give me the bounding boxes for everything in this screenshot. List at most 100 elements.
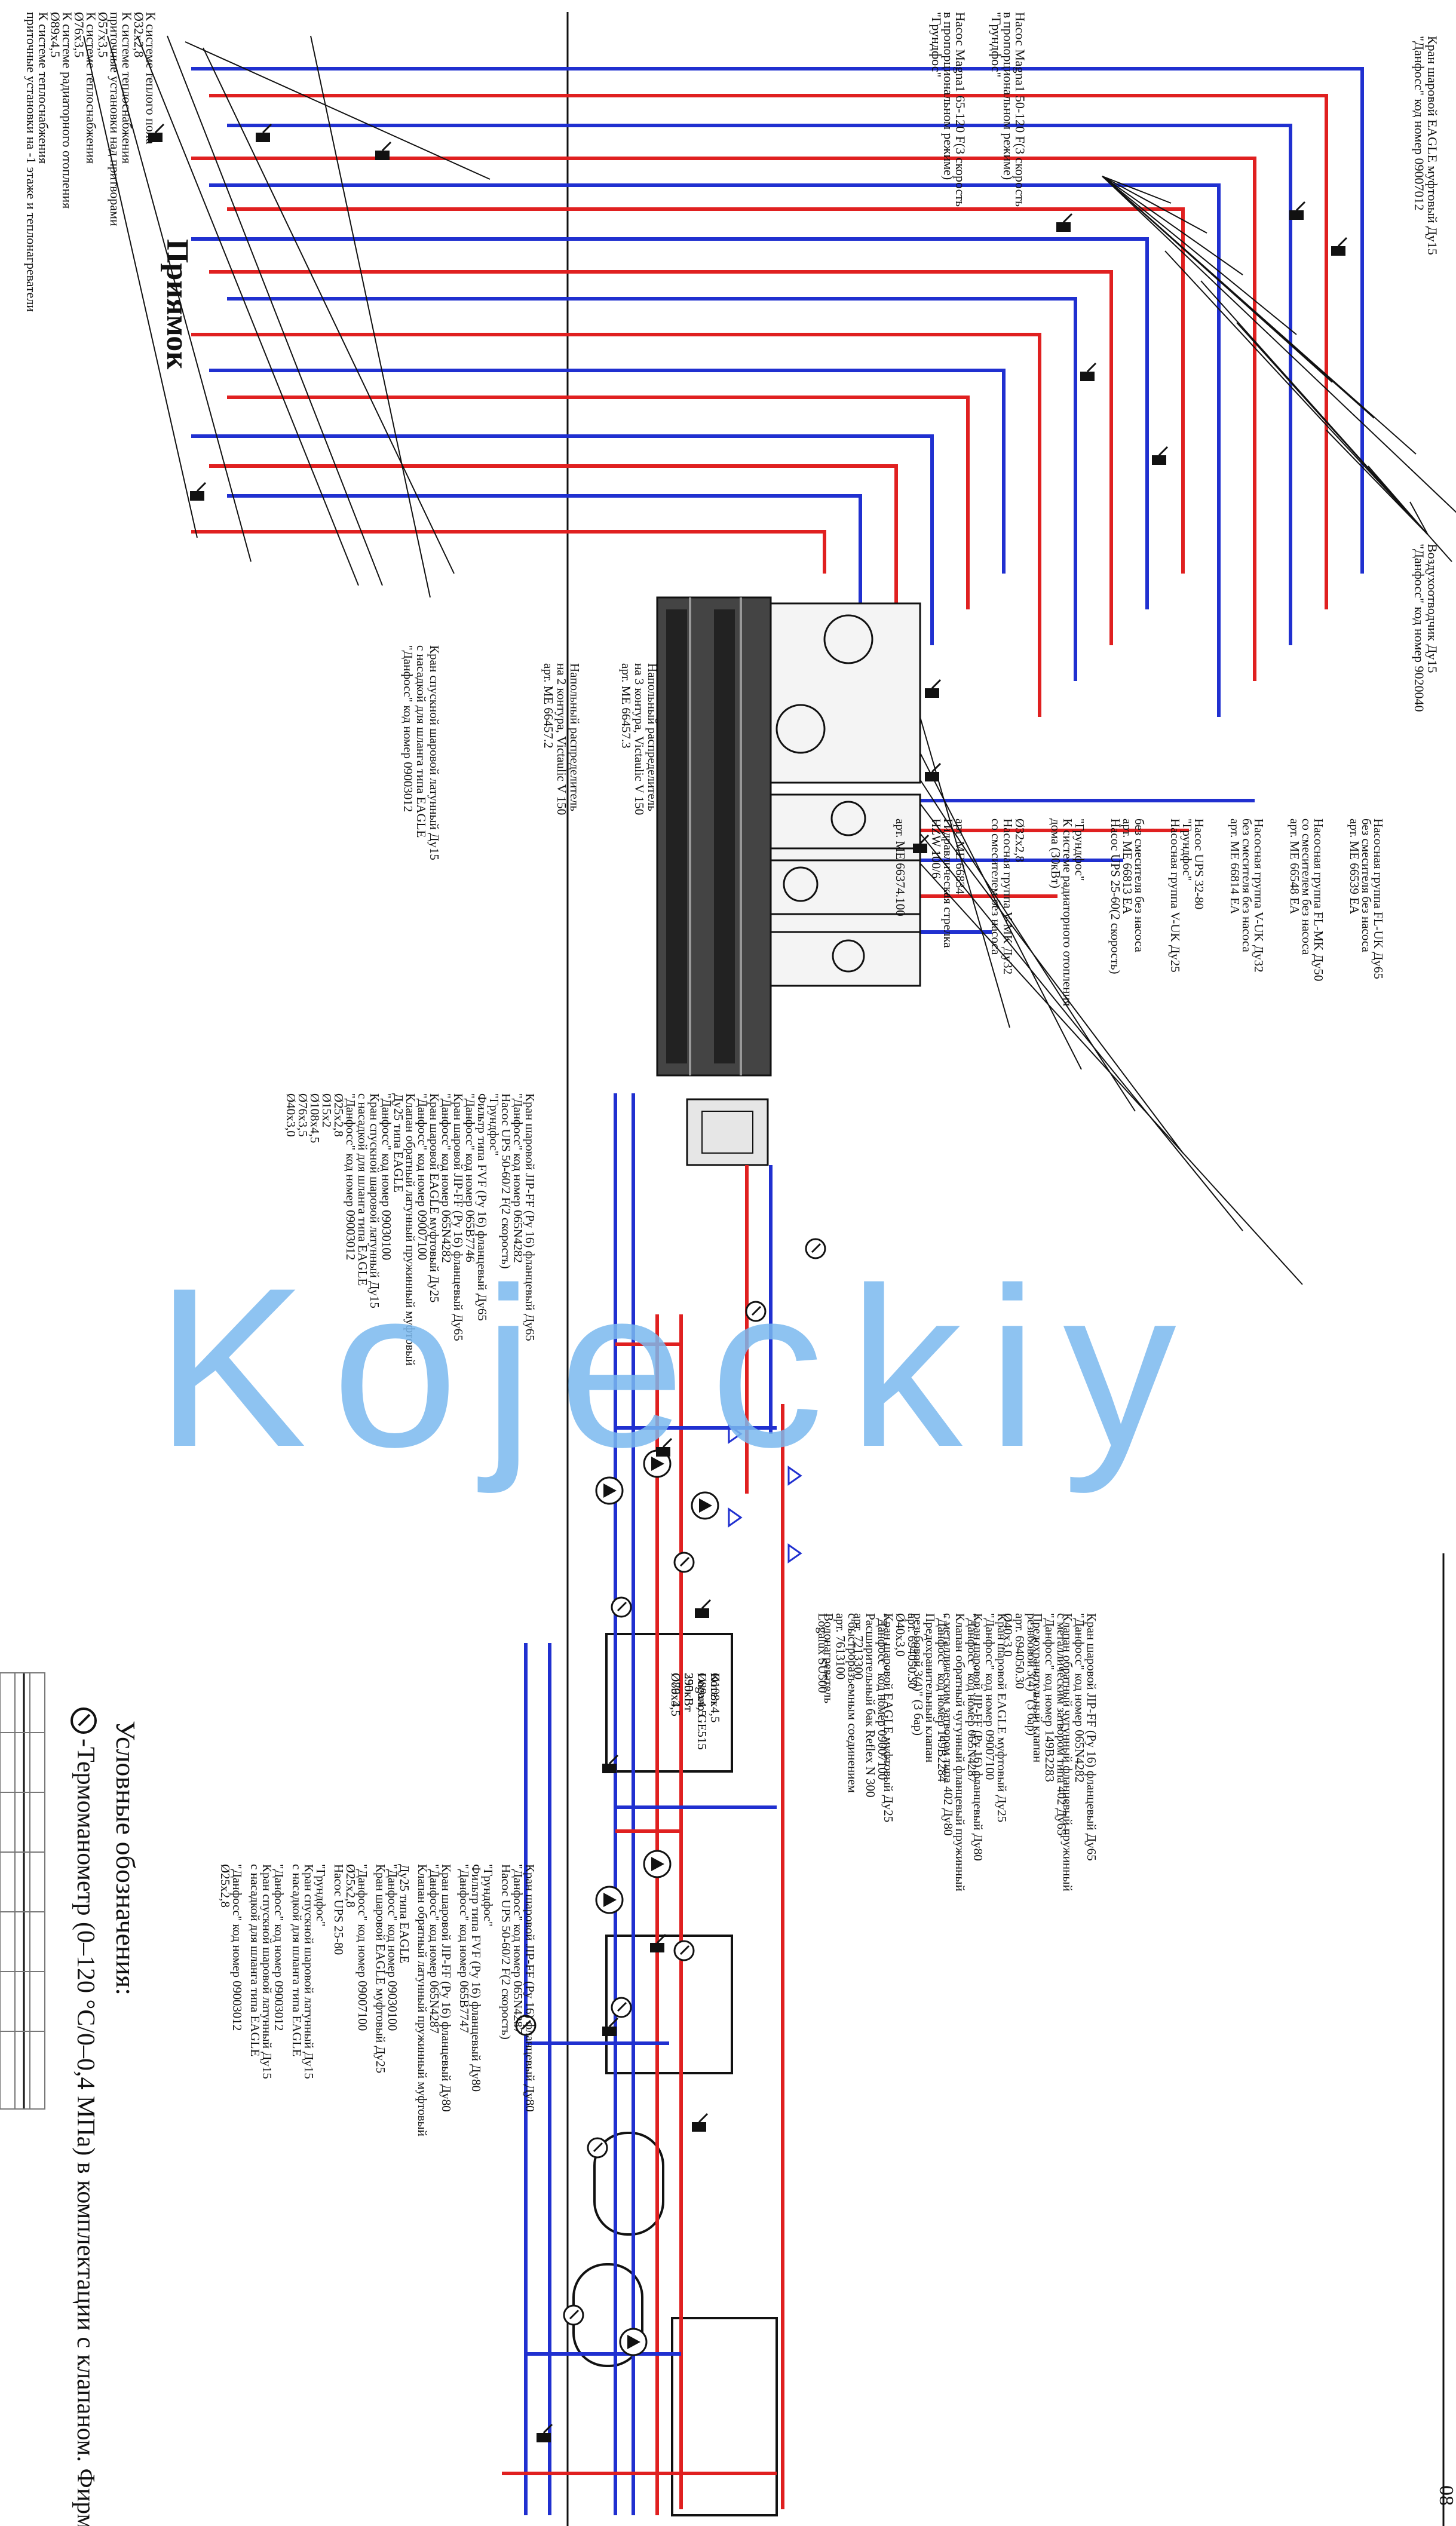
thermometer-icon	[673, 1552, 695, 1573]
ball-valve-icon	[695, 1599, 712, 1618]
ball-valve-icon	[1289, 201, 1306, 220]
annotation-label: Кран спускной шаровой латунный Ду15	[427, 645, 442, 860]
flow-arrow-icon	[728, 1424, 743, 1444]
legend-heading: Условные обозначения:	[111, 1721, 141, 1995]
annotation-label: Насосная группа FL-MK Ду50	[1311, 819, 1326, 981]
annotation-label: в пропорциональном режиме)	[941, 12, 956, 180]
annotation-label: "Данфосс" код номер 065B7747	[457, 1864, 471, 2033]
supply-pipe	[191, 530, 826, 574]
annotation-label: Напольный распределитель	[568, 663, 582, 811]
annotation-label: Ø25х2,8	[218, 1864, 232, 1908]
ball-valve-icon	[375, 141, 392, 160]
annotation-label: Ø25х2,8	[344, 1864, 358, 1908]
annotation-label: со смесителем без насоса	[989, 819, 1003, 955]
annotation-label: "Данфосс" код номер 065B7746	[463, 1093, 477, 1262]
ball-valve-icon	[256, 123, 272, 142]
thermometer-icon	[515, 2015, 537, 2036]
annotation-label: Насос UPS 50-60/2 F(2 скорость)	[499, 1093, 513, 1269]
return-pipe	[191, 237, 1149, 609]
ball-valve-icon	[602, 2017, 619, 2036]
annotation-label: Котел	[708, 1673, 722, 1704]
leader-lines	[83, 35, 1456, 1285]
annotation-label: с насадкой для шланга типа EAGLE	[248, 1864, 262, 2056]
ball-valve-icon	[1056, 213, 1073, 232]
annotation-label: 295кВт	[682, 1673, 696, 1712]
annotation-label: арт. ME 66548 EA	[1288, 819, 1302, 915]
annotation-label: арт. ME 66457.2	[541, 663, 556, 749]
ball-valve-icon	[692, 2113, 709, 2132]
annotation-label: К системе радиаторного отопления	[1060, 819, 1075, 1007]
annotation-label: Предохранительный клапан	[1031, 1613, 1045, 1762]
annotation-label: "Данфосс" код номер 09003012	[272, 1864, 286, 2031]
annotation-label: "Грундфос"	[481, 1864, 495, 1927]
annotation-label: Насос Magna1 50-120 F(3 скорость	[1013, 12, 1028, 207]
annotation-label: арт. 694050.30	[1013, 1613, 1027, 1689]
return-pipe	[191, 434, 934, 645]
annotation-label: К системе теплоснабжения	[36, 12, 51, 164]
ball-valve-icon	[537, 2423, 553, 2442]
annotation-label: 350кВт	[682, 1673, 696, 1712]
ball-valve-icon	[925, 679, 942, 698]
annotation-label: "Данфосс" код номер 065N4287	[427, 1864, 442, 2034]
annotation-label: Насосная группа V-UK Ду25	[1168, 819, 1182, 973]
annotation-label: с насадкой для шланга типа EAGLE	[290, 1864, 304, 2056]
annotation-label: Напольный распределитель	[645, 663, 660, 811]
annotation-label: приточные установки над притворами	[108, 12, 122, 226]
ball-valve-icon	[650, 1933, 667, 1952]
return-pipe	[209, 369, 1006, 574]
annotation-label: Кран шаровой EAGLE муфтовый Ду15	[1425, 36, 1440, 255]
pipe-runs-lower	[502, 1093, 784, 2515]
room-title: Приямок	[160, 239, 194, 369]
hydraulic-separator	[686, 1098, 769, 1166]
annotation-label: Кран спускной шаровой латунный Ду15	[367, 1093, 382, 1308]
manifold-distributor	[656, 596, 772, 1077]
annotation-label: Воздухоотводчик Ду15	[1425, 544, 1440, 673]
pump-icon	[691, 1491, 719, 1520]
annotation-label: Насос UPS 50-60/2 F(2 скорость)	[499, 1864, 513, 2040]
return-pipe	[227, 297, 1077, 681]
annotation-label: без смесителя без насоса	[1132, 819, 1147, 952]
pump-icon	[595, 1476, 624, 1505]
title-block-stamp	[0, 1672, 45, 2110]
annotation-label: "Данфосс" код номер 065N4282	[511, 1093, 525, 1263]
annotation-label: Фильтр типа FVF (Ру 16) фланцевый Ду80	[469, 1864, 483, 2092]
annotation-label: Кран спускной шаровой латунный Ду15	[260, 1864, 274, 2079]
annotation-label: Ø25х2,8	[332, 1093, 346, 1137]
annotation-label: "Данфосс" код номер 09007100	[415, 1093, 430, 1260]
thermometer-icon	[611, 1997, 632, 2018]
annotation-label: арт. ME 66374.100	[893, 819, 908, 916]
annotation-label: "Данфосс" код номер 09007012	[1412, 36, 1427, 211]
annotation-label: с металлическим затвором типа 402 Ду65	[1055, 1613, 1069, 1835]
annotation-label: арт. 7213300	[851, 1613, 866, 1679]
supply-pipe	[209, 94, 1328, 609]
pump-icon	[643, 1449, 672, 1478]
annotation-label: HZW 100/6	[929, 819, 943, 879]
annotation-label: Ø40х3,0	[1001, 1613, 1015, 1657]
annotation-label: дома (30кВт)	[1049, 819, 1063, 888]
annotation-label: Насос UPS 32-80	[1192, 819, 1206, 909]
annotation-label: Logalux SU500	[816, 1613, 830, 1693]
annotation-label: арт. ME 66813 EA	[1120, 819, 1135, 915]
annotation-label: "Грундфос"	[989, 12, 1004, 78]
annotation-label: "Данфосс" код номер 9020040	[1412, 544, 1427, 712]
annotation-label: К системе теплоснабжения	[84, 12, 99, 164]
flow-arrow-icon	[787, 1466, 802, 1486]
supply-pipe	[227, 207, 1185, 574]
annotation-label: "Грундфос"	[1072, 819, 1087, 881]
annotation-label: "Данфосс" код номер 09030100	[379, 1093, 394, 1260]
annotation-label: арт. ME 66814 EA	[1228, 819, 1242, 915]
annotation-label: Кран шаровой EAGLE муфтовый Ду25	[427, 1093, 442, 1302]
annotation-label: без смесителя без насоса	[1359, 819, 1374, 952]
annotation-label: Ду25 типа EAGLE	[391, 1093, 406, 1193]
annotation-label: "Данфосс" код номер 09003012	[344, 1093, 358, 1260]
return-pipe	[227, 124, 1292, 645]
supply-pipe	[209, 270, 1113, 645]
annotation-label: "Грундфос"	[314, 1864, 328, 1927]
annotation-label: Ø40х3,0	[893, 1613, 908, 1657]
annotation-label: Предохранительный клапан	[923, 1613, 937, 1762]
annotation-label: Кран шаровой JIP-FF (Ру 16) фланцевый Ду…	[523, 1093, 537, 1341]
annotation-label: со смесителем без насоса	[1299, 819, 1314, 955]
annotation-label: с насадкой для шланга типа EAGLE	[355, 1093, 370, 1286]
